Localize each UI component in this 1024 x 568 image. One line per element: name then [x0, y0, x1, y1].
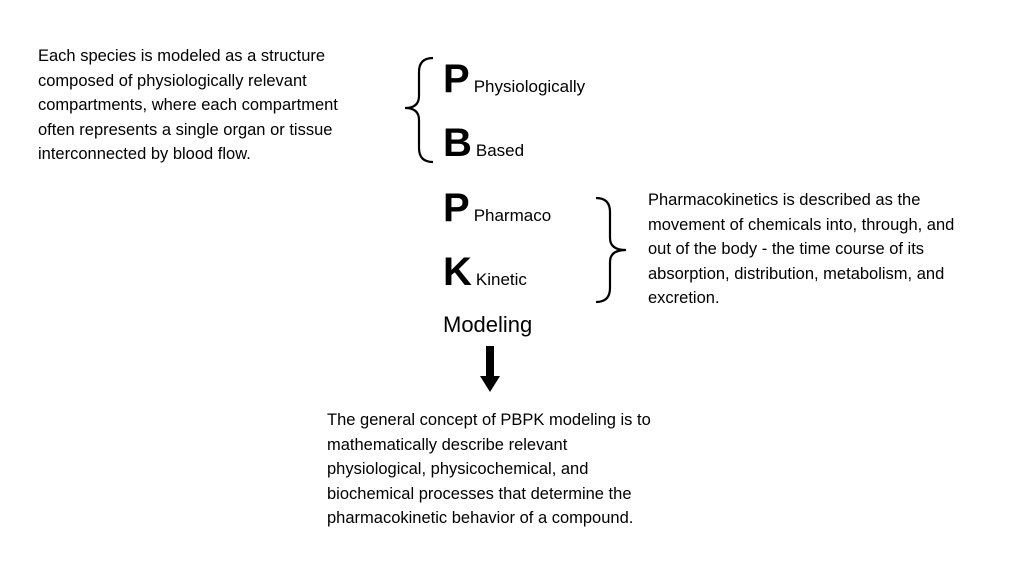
acronym-letter: B — [443, 121, 472, 165]
left-description-line: often represents a single organ or tissu… — [38, 120, 333, 139]
acronym-word: Pharmaco — [473, 206, 552, 225]
left-description-line: interconnected by blood flow. — [38, 145, 251, 164]
down-arrow-icon — [480, 346, 500, 392]
left-curly-brace — [404, 56, 434, 164]
left-description-line: Each species is modeled as a structure — [38, 47, 326, 65]
left-description: Each species is modeled as a structure c… — [38, 44, 400, 167]
bottom-description-line: physiological, physicochemical, and — [327, 460, 589, 479]
modeling-label: Modeling — [443, 312, 533, 337]
bottom-description-line: The general concept of PBPK modeling is … — [327, 411, 651, 429]
left-description-line: composed of physiologically relevant — [38, 71, 307, 90]
right-description-line: Pharmacokinetics is described as the — [648, 191, 921, 209]
acronym-word: Physiologically — [473, 77, 586, 96]
acronym-word: Kinetic — [475, 270, 527, 289]
right-description-line: movement of chemicals into, through, and — [648, 215, 955, 234]
right-description-line: excretion. — [648, 289, 720, 308]
bottom-description-line: biochemical processes that determine the — [327, 484, 632, 503]
right-description-line: absorption, distribution, metabolism, an… — [648, 264, 945, 283]
acronym-letter: K — [443, 250, 472, 294]
right-description-line: out of the body - the time course of its — [648, 240, 925, 259]
acronym-letter: P — [443, 186, 470, 230]
left-description-line: compartments, where each compartment — [38, 96, 338, 115]
acronym-word: Based — [475, 141, 525, 160]
bottom-description-line: pharmacokinetic behavior of a compound. — [327, 509, 634, 528]
bottom-description: The general concept of PBPK modeling is … — [327, 408, 697, 531]
right-curly-brace — [595, 196, 627, 304]
bottom-description-line: mathematically describe relevant — [327, 435, 568, 454]
right-description: Pharmacokinetics is described as the mov… — [648, 188, 1010, 311]
acronym-letter: P — [443, 57, 470, 101]
